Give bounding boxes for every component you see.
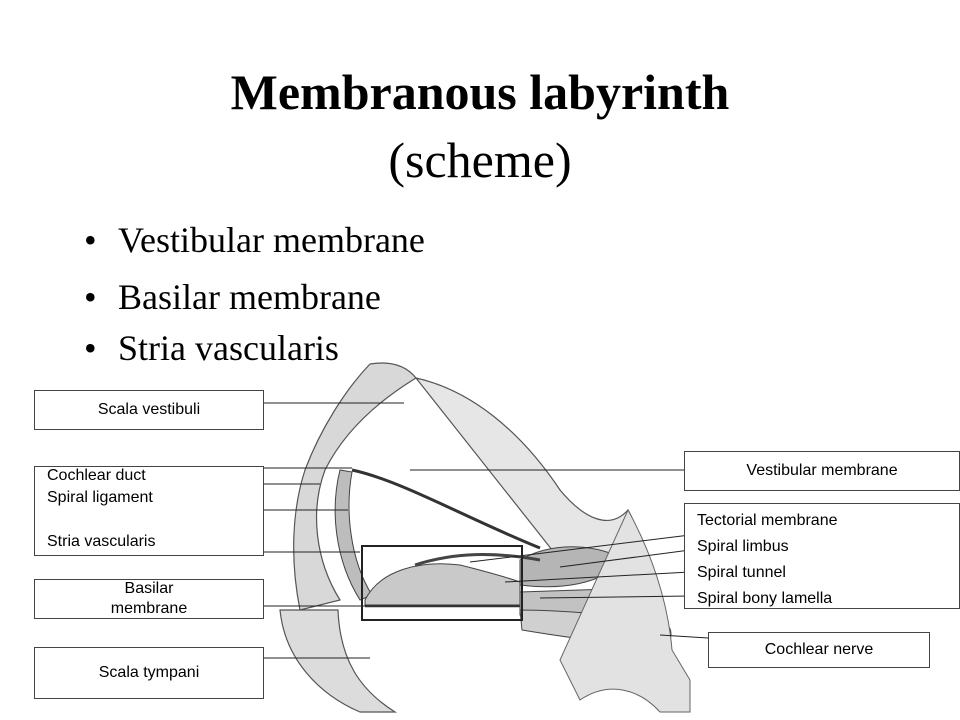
leader-line (469, 534, 691, 563)
label-tectorial-membrane: Tectorial membrane (697, 512, 838, 529)
label-group-left: Cochlear duct Spiral ligament Stria vasc… (34, 466, 264, 556)
label-cochlear-nerve: Cochlear nerve (708, 632, 930, 668)
bullet-item-clipped: • Stria vascularis (80, 330, 480, 364)
lower-bony-wall (279, 609, 398, 713)
tectorial-membrane-line (414, 553, 541, 567)
label-basilar-membrane: Basilar membrane (34, 579, 264, 619)
leader-line (539, 595, 691, 599)
label-spiral-tunnel: Spiral tunnel (697, 564, 786, 581)
label-vestibular-membrane: Vestibular membrane (684, 451, 960, 491)
page-subtitle: (scheme) (388, 132, 572, 188)
label-text: Cochlear nerve (764, 641, 874, 658)
leader-lines (264, 402, 709, 659)
label-stria-vascularis: Stria vascularis (47, 533, 156, 550)
spiral-ligament (334, 469, 373, 601)
label-cochlear-duct: Cochlear duct (47, 467, 146, 484)
organ-of-corti (364, 563, 521, 606)
vestibular-membrane-line (351, 468, 541, 550)
bullet-item: • Basilar membrane (84, 269, 425, 326)
bullet-text: Vestibular membrane (118, 220, 425, 260)
label-scala-tympani: Scala tympani (34, 647, 264, 699)
bullet-dot: • (84, 330, 97, 364)
label-text: Scala vestibuli (97, 401, 201, 418)
bullet-list: • Vestibular membrane • Basilar membrane (84, 212, 425, 326)
bullet-dot: • (84, 220, 97, 260)
label-text: Vestibular membrane (746, 462, 898, 479)
label-spiral-ligament: Spiral ligament (47, 489, 153, 506)
leader-line (659, 634, 709, 639)
label-spiral-bony-lamella: Spiral bony lamella (697, 590, 833, 607)
right-outer-bone (559, 508, 691, 713)
bullet-item: • Vestibular membrane (84, 212, 425, 269)
label-group-right: Tectorial membrane Spiral limbus Spiral … (684, 503, 960, 609)
leader-line (559, 549, 691, 568)
bullet-dot: • (84, 277, 97, 317)
detail-frame (361, 545, 523, 621)
label-text: Basilar membrane (110, 580, 188, 617)
label-spiral-limbus: Spiral limbus (697, 538, 789, 555)
upper-bony-wall (293, 362, 417, 611)
page-title: Membranous labyrinth (230, 64, 730, 120)
bullet-text: Basilar membrane (118, 277, 381, 317)
leader-line (504, 571, 691, 583)
label-scala-vestibuli: Scala vestibuli (34, 390, 264, 430)
bullet-text: Stria vascularis (118, 330, 339, 364)
cochlea-cross-section-drawing (264, 362, 709, 713)
label-text: Scala tympani (98, 664, 200, 681)
label-spacer (47, 511, 263, 529)
